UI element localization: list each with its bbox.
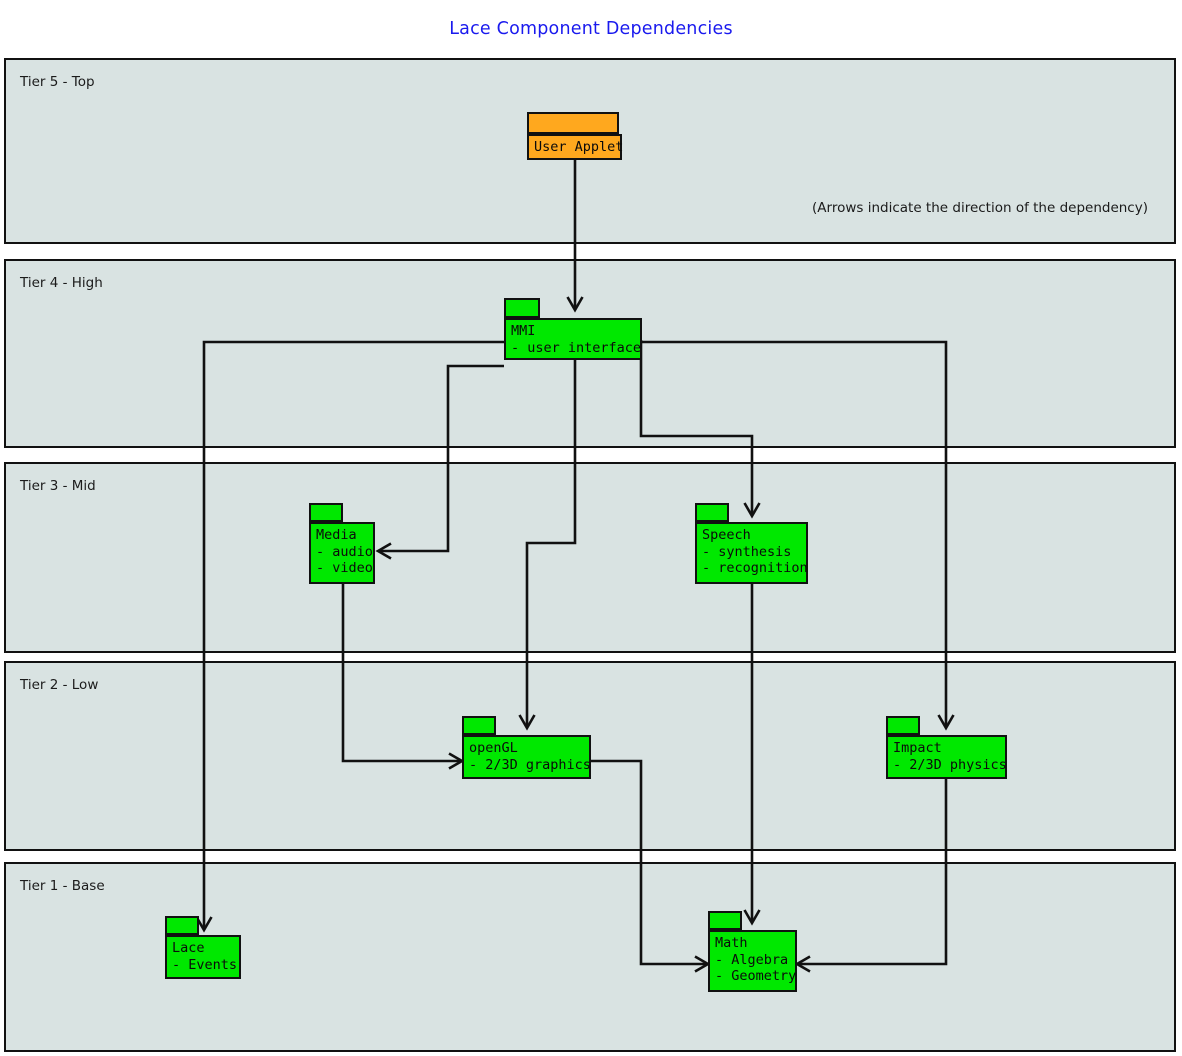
component-detail-label: - Algebra — [715, 951, 789, 968]
component-name-label: Media — [316, 527, 357, 543]
component-detail-label: - video — [316, 560, 373, 576]
tier-label-4: Tier 4 - High — [20, 275, 103, 291]
tier-band-1: Tier 1 - Base — [4, 862, 1176, 1052]
component-name-label: Math — [715, 935, 748, 951]
component-node-math[interactable]: Math- Algebra- Geometry — [708, 911, 797, 992]
component-detail-label: - synthesis — [702, 543, 792, 560]
component-detail-label: - Geometry — [715, 968, 797, 984]
component-detail-label: - audio — [316, 543, 373, 560]
component-node-impact[interactable]: Impact- 2/3D physics — [886, 716, 1007, 779]
component-body-math: Math- Algebra- Geometry — [708, 930, 797, 992]
page-title: Lace Component Dependencies — [449, 19, 733, 39]
package-tab-icon — [886, 716, 920, 735]
component-name-label: User Applet — [534, 139, 624, 155]
tier-band-3: Tier 3 - Mid — [4, 462, 1176, 653]
package-tab-icon — [504, 298, 540, 318]
package-tab-icon — [708, 911, 742, 930]
component-name-label: Lace — [172, 940, 205, 956]
component-detail-label: - 2/3D graphics — [469, 756, 591, 773]
tier-label-2: Tier 2 - Low — [20, 677, 99, 693]
component-node-speech[interactable]: Speech- synthesis- recognition — [695, 503, 808, 584]
package-tab-icon — [695, 503, 729, 522]
component-name-label: Speech — [702, 527, 751, 543]
component-detail-label: - user interface — [511, 339, 642, 356]
package-tab-icon — [527, 112, 619, 134]
package-tab-icon — [309, 503, 343, 522]
component-node-mmi[interactable]: MMI- user interface — [504, 298, 642, 360]
component-node-media[interactable]: Media- audio- video — [309, 503, 375, 584]
component-detail-label: - recognition — [702, 560, 808, 576]
component-detail-label: - Events — [172, 956, 238, 973]
component-name-label: MMI — [511, 323, 536, 339]
component-body-impact: Impact- 2/3D physics — [886, 735, 1007, 779]
tier-label-1: Tier 1 - Base — [20, 878, 105, 894]
component-body-opengl: openGL- 2/3D graphics — [462, 735, 591, 779]
component-body-lace: Lace- Events — [165, 935, 241, 979]
component-name-label: openGL — [469, 740, 518, 756]
component-node-user-applet[interactable]: User Applet — [527, 112, 624, 160]
component-body-speech: Speech- synthesis- recognition — [695, 522, 808, 584]
tier-label-5: Tier 5 - Top — [20, 74, 95, 90]
component-node-opengl[interactable]: openGL- 2/3D graphics — [462, 716, 591, 779]
package-tab-icon — [165, 916, 199, 935]
package-tab-icon — [462, 716, 496, 735]
arrow-direction-note: (Arrows indicate the direction of the de… — [812, 200, 1148, 216]
component-body-user-applet: User Applet — [527, 134, 624, 160]
tier-label-3: Tier 3 - Mid — [20, 478, 96, 494]
component-detail-label: - 2/3D physics — [893, 756, 1007, 773]
component-body-mmi: MMI- user interface — [504, 318, 642, 360]
component-name-label: Impact — [893, 740, 942, 756]
component-body-media: Media- audio- video — [309, 522, 375, 584]
component-node-lace[interactable]: Lace- Events — [165, 916, 241, 979]
